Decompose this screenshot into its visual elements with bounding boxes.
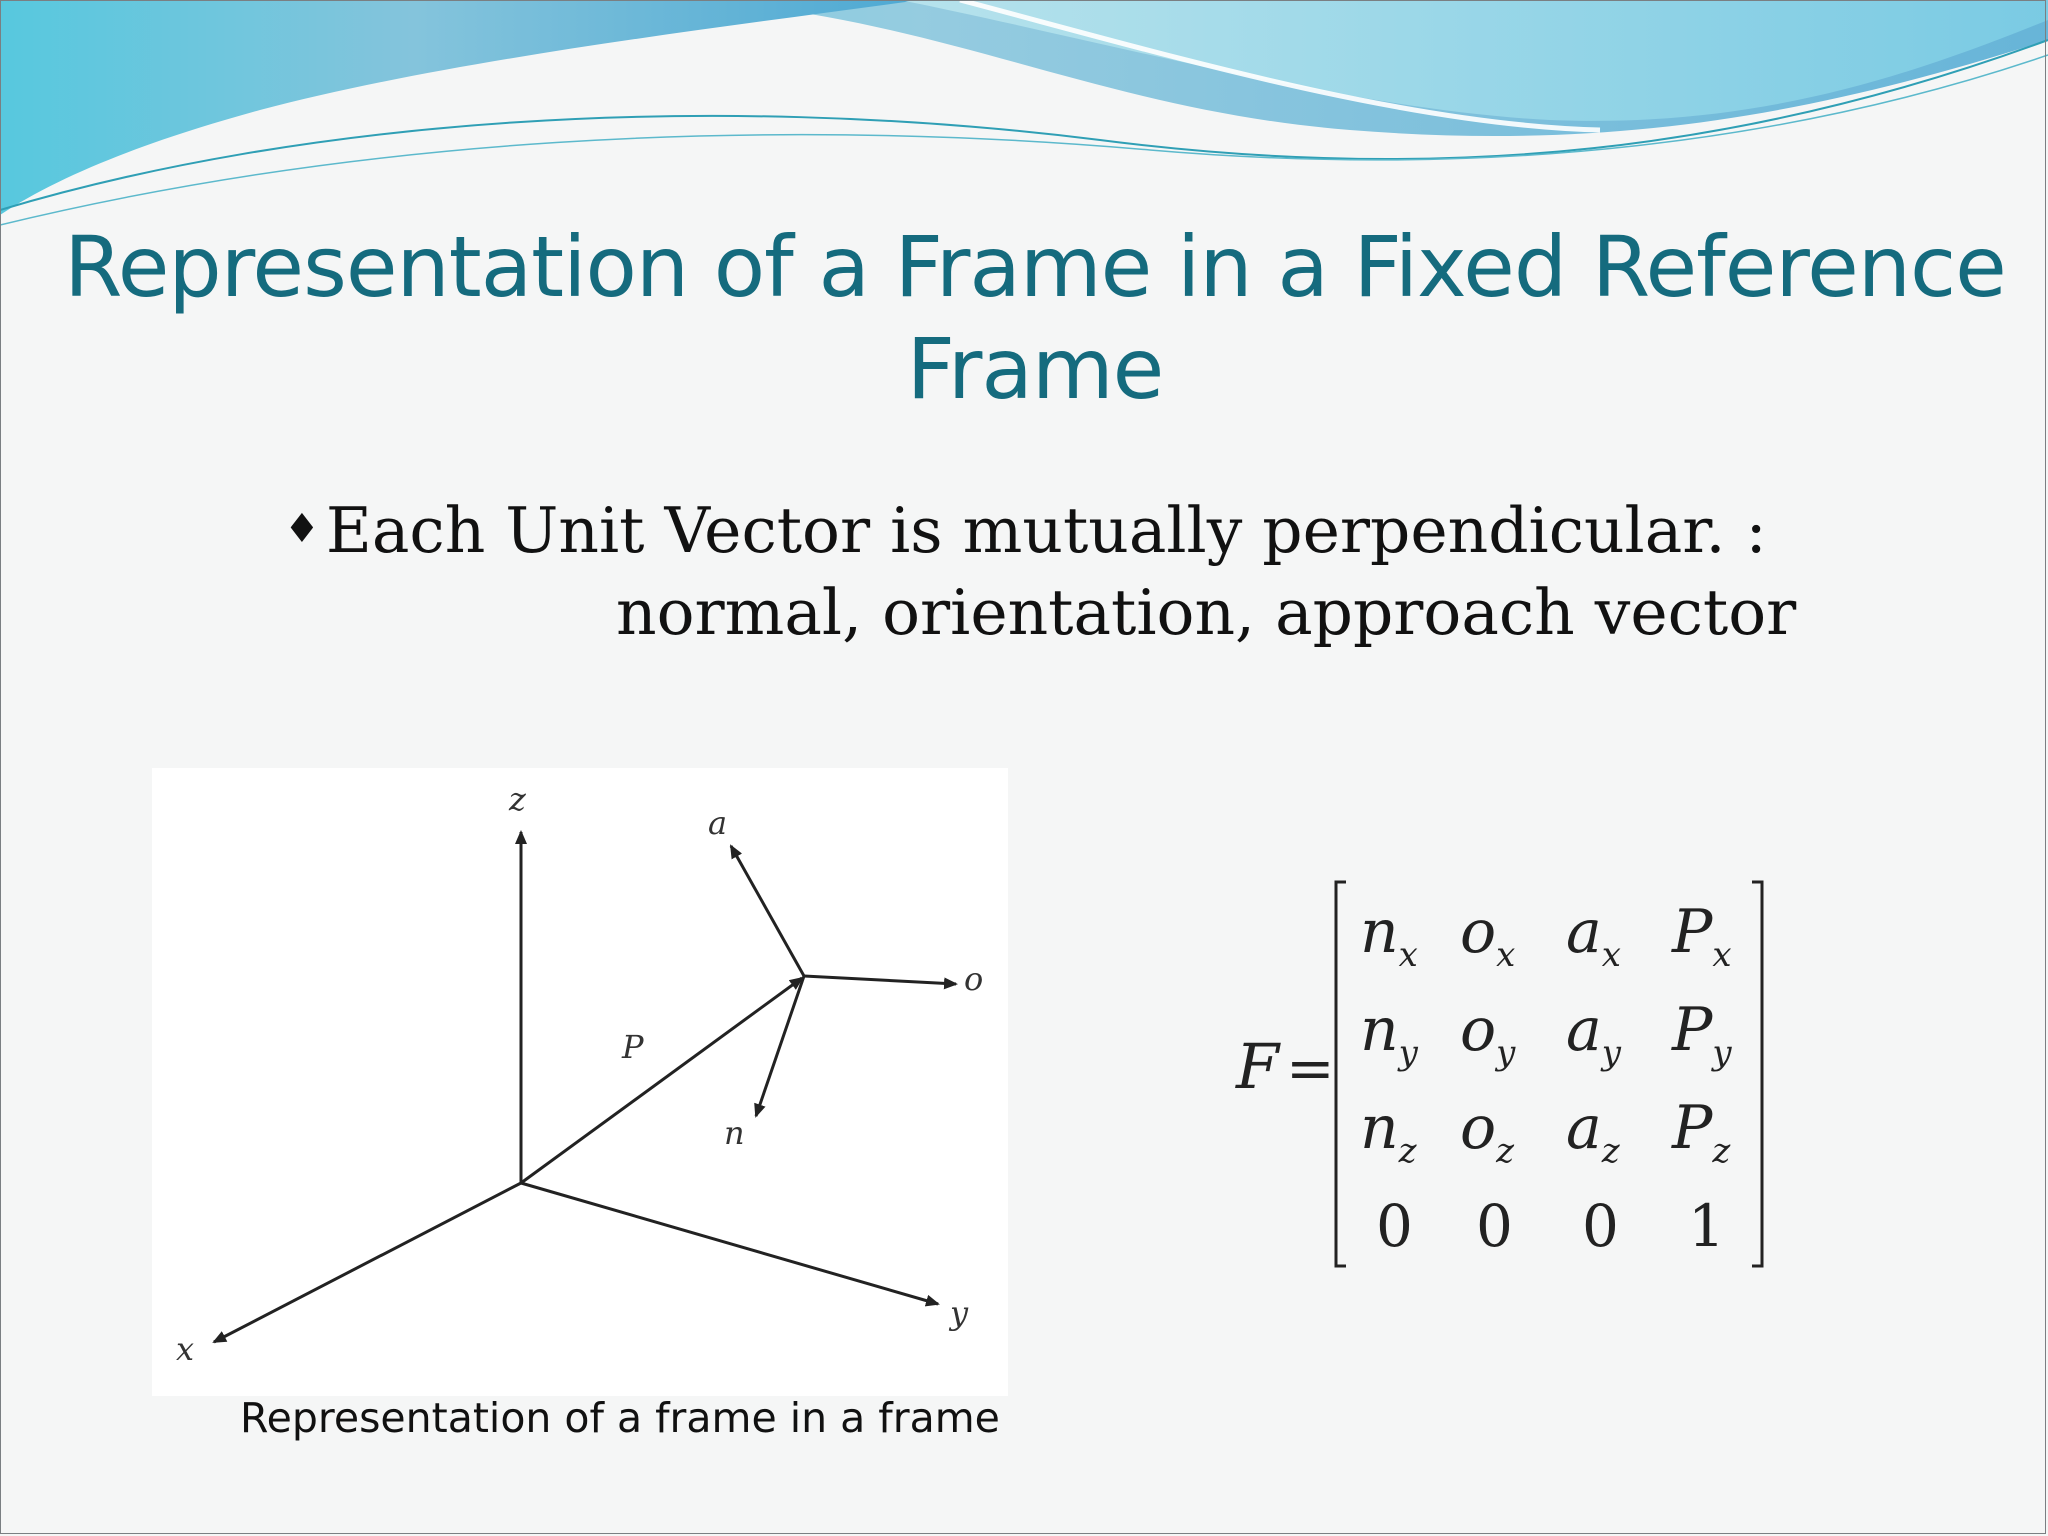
bullet-list: ♦Each Unit Vector is mutually perpendicu… (284, 488, 1797, 654)
slide-title: Representation of a Frame in a Fixed Ref… (64, 218, 2007, 418)
header-wave-decoration (0, 0, 2048, 226)
o-vector-label: o (964, 960, 983, 998)
matrix-cell-r2-c2: oy (1460, 995, 1516, 1073)
y-axis (520, 1181, 940, 1307)
matrix-left-bracket (1334, 880, 1346, 1268)
p-vector (520, 976, 804, 1185)
n-vector-label: n (724, 1114, 745, 1152)
matrix-cell-r1-c3: ax (1566, 897, 1621, 975)
p-vector-label: P (621, 1028, 644, 1066)
matrix-cell-r1-c2: ox (1460, 897, 1515, 975)
matrix-cell-r4-c4: 1 (1688, 1192, 1725, 1260)
y-axis-label: y (948, 1294, 969, 1332)
matrix-cell-r3-c4: Pz (1671, 1093, 1731, 1171)
matrix-cell-r4-c3: 0 (1582, 1192, 1619, 1260)
z-axis-label: z (508, 780, 527, 818)
equals-sign: = (1286, 1034, 1335, 1102)
matrix-cell-r4-c2: 0 (1476, 1192, 1513, 1260)
matrix-cell-r1-c1: nx (1360, 897, 1418, 975)
bullet-text-line-1: Each Unit Vector is mutually perpendicul… (325, 494, 1767, 567)
bullet-text-line-2: normal, orientation, approach vector (616, 576, 1797, 649)
frame-diagram: z x y a o n P (176, 780, 983, 1368)
matrix-cell-r2-c3: ay (1566, 995, 1622, 1073)
matrix-cell-r2-c1: ny (1360, 995, 1419, 1073)
a-vector (729, 844, 806, 977)
matrix-lhs-symbol: F (1235, 1030, 1281, 1103)
x-axis (212, 1181, 522, 1344)
matrix-cell-r3-c1: nz (1360, 1093, 1418, 1171)
n-vector (754, 975, 806, 1118)
matrix-cell-r1-c4: Px (1671, 897, 1732, 975)
bullet-item: ♦Each Unit Vector is mutually perpendicu… (284, 488, 1784, 572)
matrix-cell-r3-c2: oz (1460, 1093, 1515, 1171)
matrix-cell-r4-c1: 0 (1376, 1192, 1413, 1260)
o-vector (803, 974, 958, 990)
matrix-cell-r3-c3: az (1566, 1093, 1621, 1171)
matrix-cell-r2-c4: Py (1671, 995, 1732, 1073)
matrix-right-bracket (1752, 880, 1764, 1268)
a-vector-label: a (708, 804, 727, 842)
figure-caption: Representation of a frame in a frame (240, 1394, 1000, 1442)
diagram-background (152, 768, 1008, 1396)
x-axis-label: x (176, 1330, 194, 1368)
diamond-bullet-icon: ♦ (284, 506, 320, 552)
